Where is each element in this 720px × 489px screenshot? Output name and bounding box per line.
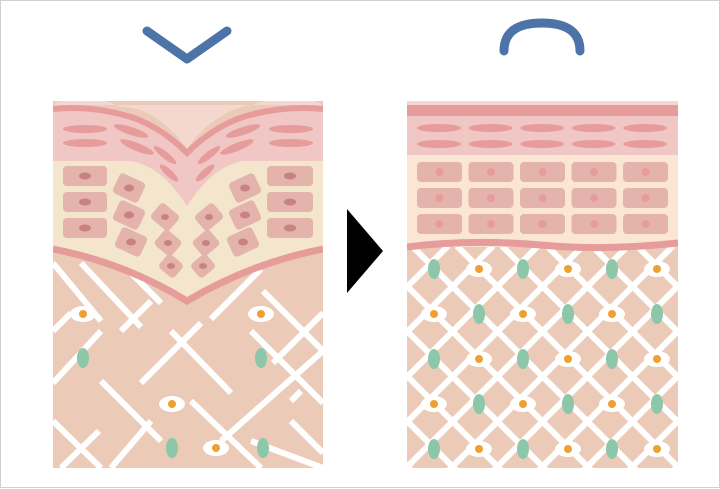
fibroblast-node	[166, 438, 178, 458]
fibroblast-node	[651, 304, 663, 324]
epidermal-cell	[417, 188, 462, 208]
fibroblast-cell	[466, 351, 492, 367]
fibroblast-node	[517, 349, 529, 369]
fibroblast-node	[517, 439, 529, 459]
squamous-cell	[417, 124, 461, 132]
before-broken-collagen-fibers	[53, 260, 323, 468]
before-basal-line	[53, 245, 323, 306]
fibroblast-node	[651, 394, 663, 414]
epidermal-cell	[571, 188, 617, 208]
before-top-band	[53, 105, 323, 158]
epidermal-cell	[468, 162, 514, 182]
epidermal-cell	[571, 162, 617, 182]
squamous-cell	[468, 124, 513, 132]
epidermal-cell	[623, 214, 668, 234]
after-fibroblast-cells	[421, 261, 670, 457]
smile-arc-icon	[499, 18, 585, 56]
frown-v-icon	[142, 26, 232, 64]
epidermal-cell	[520, 188, 565, 208]
before-skin-cross-section	[53, 101, 323, 468]
squamous-cell	[468, 140, 513, 148]
fibroblast-cell	[644, 441, 670, 457]
epidermal-cell	[520, 214, 565, 234]
fibroblast-node	[606, 349, 618, 369]
squamous-cell	[520, 140, 564, 148]
fibroblast-node	[517, 259, 529, 279]
fibroblast-cell	[159, 396, 185, 412]
fibroblast-node	[77, 348, 89, 368]
epidermal-cell	[623, 188, 668, 208]
fibroblast-cell	[466, 441, 492, 457]
after-top-band	[407, 105, 678, 116]
fibroblast-node	[257, 438, 269, 458]
fibroblast-cell	[599, 306, 625, 322]
squamous-cell	[571, 124, 616, 132]
fibroblast-node	[473, 394, 485, 414]
fibroblast-node	[428, 259, 440, 279]
squamous-cell	[623, 140, 667, 148]
after-basal-line	[407, 238, 678, 252]
fibroblast-cell	[70, 306, 96, 322]
fibroblast-cell	[203, 440, 229, 456]
after-skin-cross-section	[407, 101, 678, 468]
fibroblast-cell	[555, 261, 581, 277]
fibroblast-cell	[599, 396, 625, 412]
fibroblast-cell	[644, 261, 670, 277]
epidermal-cell	[468, 214, 514, 234]
fibroblast-cell	[248, 306, 274, 322]
after-surface-bumps	[407, 101, 678, 105]
fibroblast-node	[606, 439, 618, 459]
epidermal-cell	[417, 214, 462, 234]
epidermal-cell	[623, 162, 668, 182]
epidermal-cell	[520, 162, 565, 182]
fibroblast-cell	[510, 396, 536, 412]
after-epidermal-cells	[417, 162, 668, 234]
epidermal-cell	[417, 162, 462, 182]
fibroblast-node	[255, 348, 267, 368]
fibroblast-node	[562, 304, 574, 324]
squamous-cell	[623, 124, 667, 132]
fibroblast-cell	[644, 351, 670, 367]
fibroblast-cell	[466, 261, 492, 277]
after-squamous-cells	[417, 124, 667, 148]
before-fibroblast-cells	[70, 306, 274, 458]
fibroblast-node	[562, 394, 574, 414]
fibroblast-cell	[555, 351, 581, 367]
fibroblast-node	[606, 259, 618, 279]
fibroblast-cell	[555, 441, 581, 457]
fibroblast-node	[428, 349, 440, 369]
before-cell-nuclei	[79, 172, 296, 269]
epidermal-cell	[571, 214, 617, 234]
squamous-cell	[520, 124, 564, 132]
fibroblast-cell	[421, 396, 447, 412]
fibroblast-cell	[421, 306, 447, 322]
fibroblast-node	[473, 304, 485, 324]
fibroblast-cell	[510, 306, 536, 322]
before-squamous-cells	[63, 124, 313, 182]
fibroblast-node	[428, 439, 440, 459]
squamous-cell	[571, 140, 616, 148]
before-surface-bumps	[53, 101, 323, 149]
epidermal-cell	[468, 188, 514, 208]
triangle-right-arrow-icon	[347, 209, 383, 293]
squamous-cell	[417, 140, 461, 148]
after-fibroblast-nodes	[428, 259, 663, 459]
